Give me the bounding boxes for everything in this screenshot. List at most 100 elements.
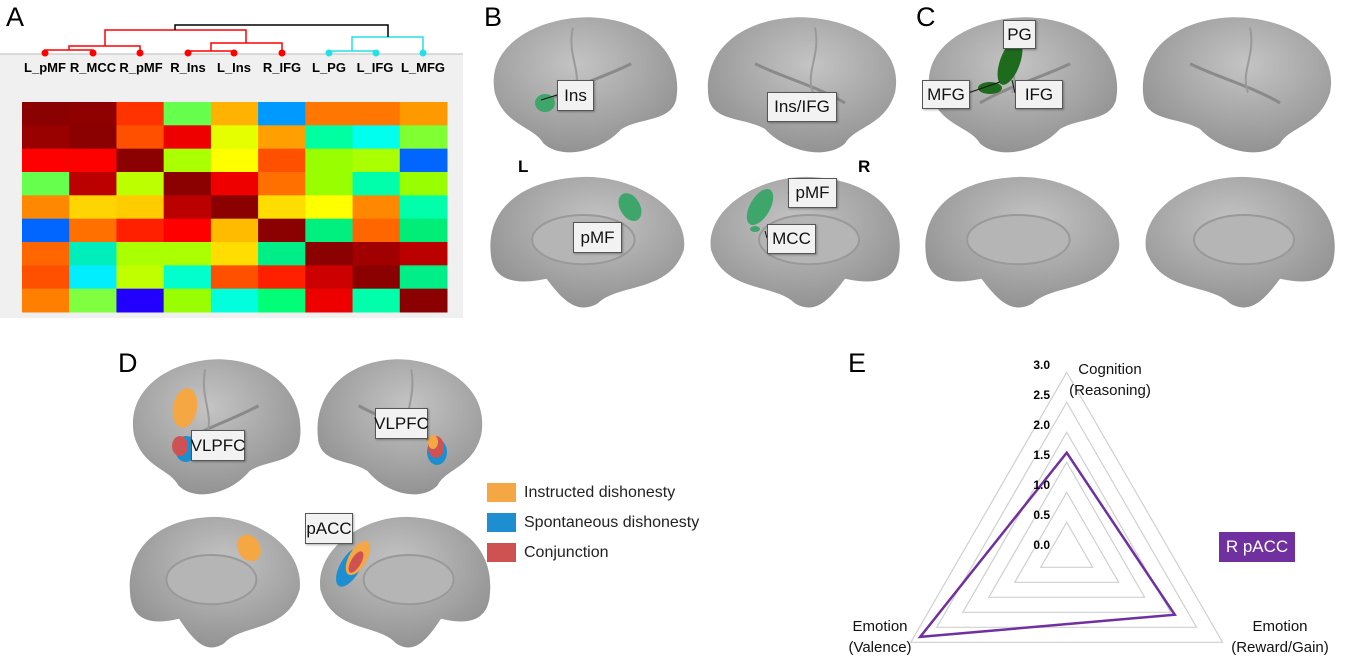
heatmap-cell [352, 195, 401, 220]
panel-label-b: B [484, 2, 503, 32]
legend-label: Conjunction [524, 543, 609, 561]
corpus-callosum [165, 553, 258, 606]
label-mcc: MCC [767, 224, 816, 254]
heatmap-cell [399, 148, 448, 173]
heatmap-cell [258, 172, 306, 196]
heatmap-cell [210, 218, 259, 243]
heatmap-cell [305, 195, 354, 220]
axis-label-cognition: Cognition (Reasoning) [1060, 359, 1160, 401]
heatmap-cell [210, 265, 259, 290]
radar-tick-label: 3.0 [1033, 358, 1050, 373]
heatmap-cell [22, 148, 70, 173]
callout-line [1011, 79, 1016, 94]
heatmap-cell [22, 125, 70, 150]
brain-surface [132, 359, 301, 495]
heatmap-cell [116, 242, 165, 266]
legend-swatch [487, 543, 516, 562]
heatmap-cell [210, 125, 259, 150]
heatmap-cell [116, 172, 165, 196]
heatmap-cell [258, 148, 306, 173]
heatmap-cell [163, 218, 212, 243]
activation-blob [428, 435, 438, 449]
brain-surface [707, 17, 897, 153]
heatmap-cell [352, 265, 401, 290]
brain-c-right-lateral [1142, 17, 1332, 153]
heatmap-cell [399, 288, 448, 313]
activation-blob [618, 193, 642, 221]
heatmap-cell [116, 288, 165, 313]
axis-label-reward: Emotion (Reward/Gain) [1212, 616, 1348, 658]
heatmap-cell [352, 172, 401, 196]
leaf-label: L_IFG [356, 60, 394, 75]
axis-label-line: Cognition [1078, 361, 1142, 378]
label-ifg: IFG [1015, 80, 1063, 109]
heatmap-cell [163, 242, 212, 266]
radar-tick-label: 2.0 [1033, 418, 1050, 433]
dendrogram-leaf-dot [372, 49, 380, 57]
dendrogram-leaf-dot [325, 49, 333, 57]
heatmap-cell [22, 265, 70, 290]
heatmap-cell [69, 125, 117, 150]
heatmap-cell [210, 102, 259, 126]
brain-d-left-lateral [132, 359, 301, 495]
leaf-label: R_pMF [119, 60, 163, 75]
corpus-callosum [362, 553, 455, 606]
callout-line [967, 81, 1001, 94]
legend-label: Spontaneous dishonesty [524, 513, 700, 531]
activation-blob [997, 39, 1023, 85]
heatmap-cell [352, 218, 401, 243]
radar-gridline [909, 371, 1224, 643]
brain-d-left-medial [129, 516, 300, 648]
brain-b-right-lateral [707, 17, 897, 153]
activation-blob [172, 436, 188, 456]
activation-blob [348, 551, 364, 573]
axis-label-valence: Emotion (Valence) [835, 616, 925, 658]
label-mfg: MFG [922, 80, 970, 109]
heatmap-cell [22, 172, 70, 196]
radar-tick-label: 1.0 [1033, 478, 1050, 493]
heatmap-cell [399, 218, 448, 243]
heatmap-cell [163, 102, 212, 126]
heatmap-cell [305, 265, 354, 290]
heatmap-cell [399, 125, 448, 150]
heatmap-cell [399, 195, 448, 220]
leaf-label: L_pMF [24, 60, 66, 75]
activation-blob [746, 188, 774, 226]
series-label-r-pacc: R pACC [1219, 532, 1295, 562]
dendrogram-leaf-dot [419, 49, 427, 57]
label-pacc: pACC [305, 513, 353, 544]
heatmap-cell [22, 218, 70, 243]
heatmap-cell [258, 288, 306, 313]
heatmap-cell [210, 288, 259, 313]
heatmap-cell [116, 218, 165, 243]
brain-c-right-medial [1145, 176, 1335, 308]
heatmap-cell [305, 125, 354, 150]
label-vlpfc-left: VLPFC [191, 430, 245, 461]
heatmap-cell [352, 125, 401, 150]
corpus-callosum [966, 213, 1071, 266]
axis-label-line: Emotion [852, 618, 908, 635]
heatmap-cell [163, 172, 212, 196]
panel-label-d: D [118, 348, 138, 378]
legend-item-spontaneous: Spontaneous dishonesty [487, 513, 699, 532]
panel-label-e: E [848, 348, 867, 378]
panel-label-a: A [6, 2, 25, 32]
activation-blob [172, 388, 198, 428]
heatmap-cell [163, 288, 212, 313]
heatmap-cell [352, 148, 401, 173]
label-ins-ifg: Ins/IFG [767, 92, 837, 122]
label-pg: PG [1003, 20, 1036, 49]
heatmap-cell [116, 148, 165, 173]
heatmap-cell [163, 125, 212, 150]
dendrogram-leaf-dot [136, 49, 144, 57]
heatmap-cell [22, 288, 70, 313]
heatmap-cell [69, 195, 117, 220]
heatmap-cell [163, 265, 212, 290]
heatmap-cell [69, 172, 117, 196]
heatmap-cell [116, 125, 165, 150]
heatmap-cell [22, 195, 70, 220]
heatmap-cell [210, 195, 259, 220]
radar-series-r-pacc [917, 450, 1177, 639]
radar-gridline [1039, 521, 1094, 568]
